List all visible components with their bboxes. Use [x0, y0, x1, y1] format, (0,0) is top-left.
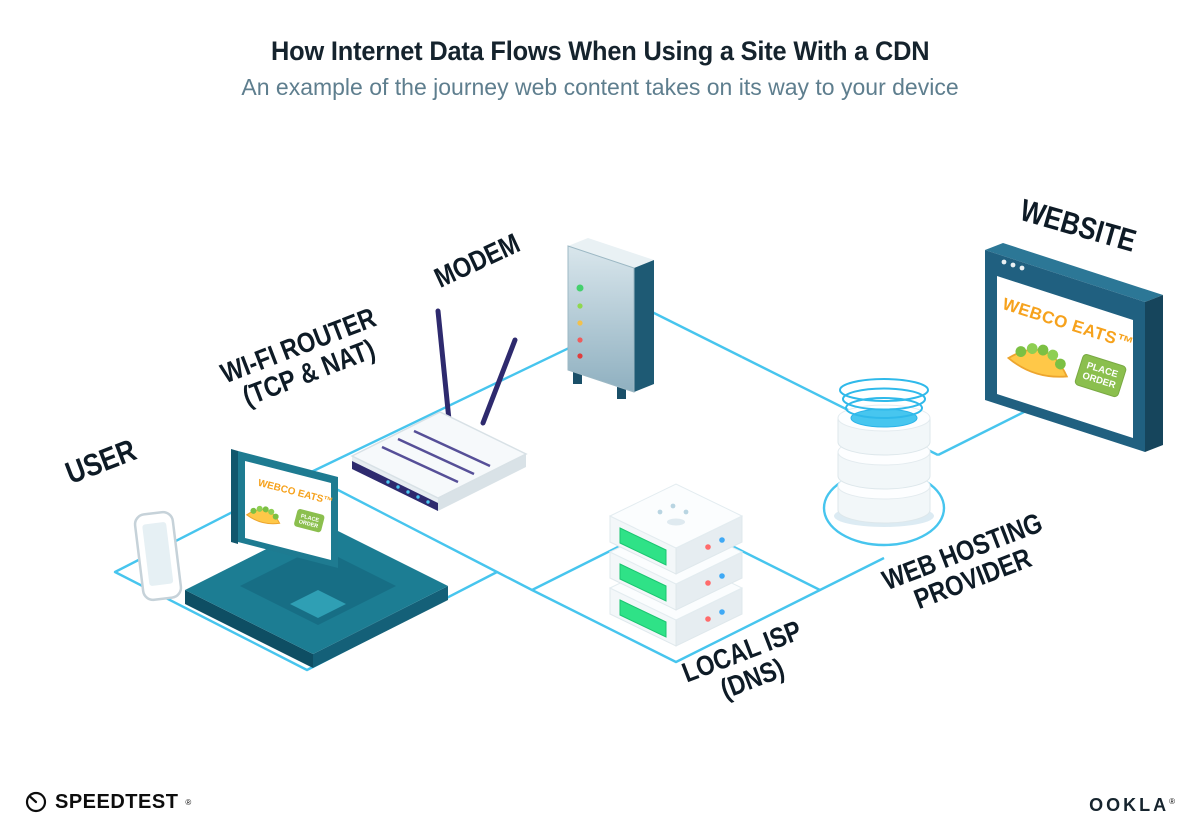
server-green-panel — [619, 563, 667, 602]
router-body — [350, 411, 528, 499]
server-green-panel — [619, 527, 667, 566]
laptop-order-button-line1: PLACE — [300, 513, 320, 524]
ookla-trademark: ® — [1169, 797, 1178, 806]
modem-status-leds — [576, 284, 584, 359]
server-green-panel — [619, 599, 667, 638]
speedtest-gauge-icon — [25, 791, 47, 813]
laptop-order-button — [294, 509, 325, 533]
ookla-logo: OOKLA® — [1089, 795, 1178, 816]
db-signal-rings — [839, 378, 929, 419]
browser-window-dots — [1001, 259, 1025, 271]
page-title: How Internet Data Flows When Using a Sit… — [0, 36, 1200, 67]
modem-illustration — [567, 238, 654, 399]
website-browser-illustration: WEBCO EATS™ PLACE ORDER — [985, 243, 1163, 452]
user-to-isp-line — [496, 570, 533, 592]
speedtest-logo: SPEEDTEST ® — [24, 790, 191, 814]
modem-corner-line — [647, 308, 743, 359]
isp-server-illustration — [608, 483, 744, 647]
place-order-button — [1074, 354, 1127, 398]
laptop-screen — [245, 461, 331, 560]
hosting-db-illustration — [822, 378, 946, 547]
laptop-trackpad — [290, 590, 346, 618]
phone-screen — [142, 522, 174, 586]
laptop-order-button-line2: ORDER — [298, 519, 319, 530]
laptop-illustration: WEBCO EATS™ PLACE ORDER — [185, 449, 448, 668]
router-antenna-right — [480, 337, 518, 426]
router-illustration — [350, 308, 528, 511]
speedtest-wordmark: SPEEDTEST — [55, 790, 179, 813]
website-screen — [997, 276, 1133, 438]
router-antenna-left — [435, 308, 452, 423]
page-subtitle: An example of the journey web content ta… — [241, 74, 959, 100]
modem-front-panel — [567, 245, 635, 393]
router-port-band — [352, 461, 438, 511]
isp-to-hosting-line — [819, 556, 885, 592]
page-title-text: How Internet Data Flows When Using a Sit… — [270, 36, 930, 66]
laptop-keyboard — [240, 547, 396, 625]
speedtest-trademark: ® — [185, 797, 192, 807]
ookla-wordmark: OOKLA — [1089, 795, 1170, 815]
phone-illustration — [133, 510, 183, 602]
